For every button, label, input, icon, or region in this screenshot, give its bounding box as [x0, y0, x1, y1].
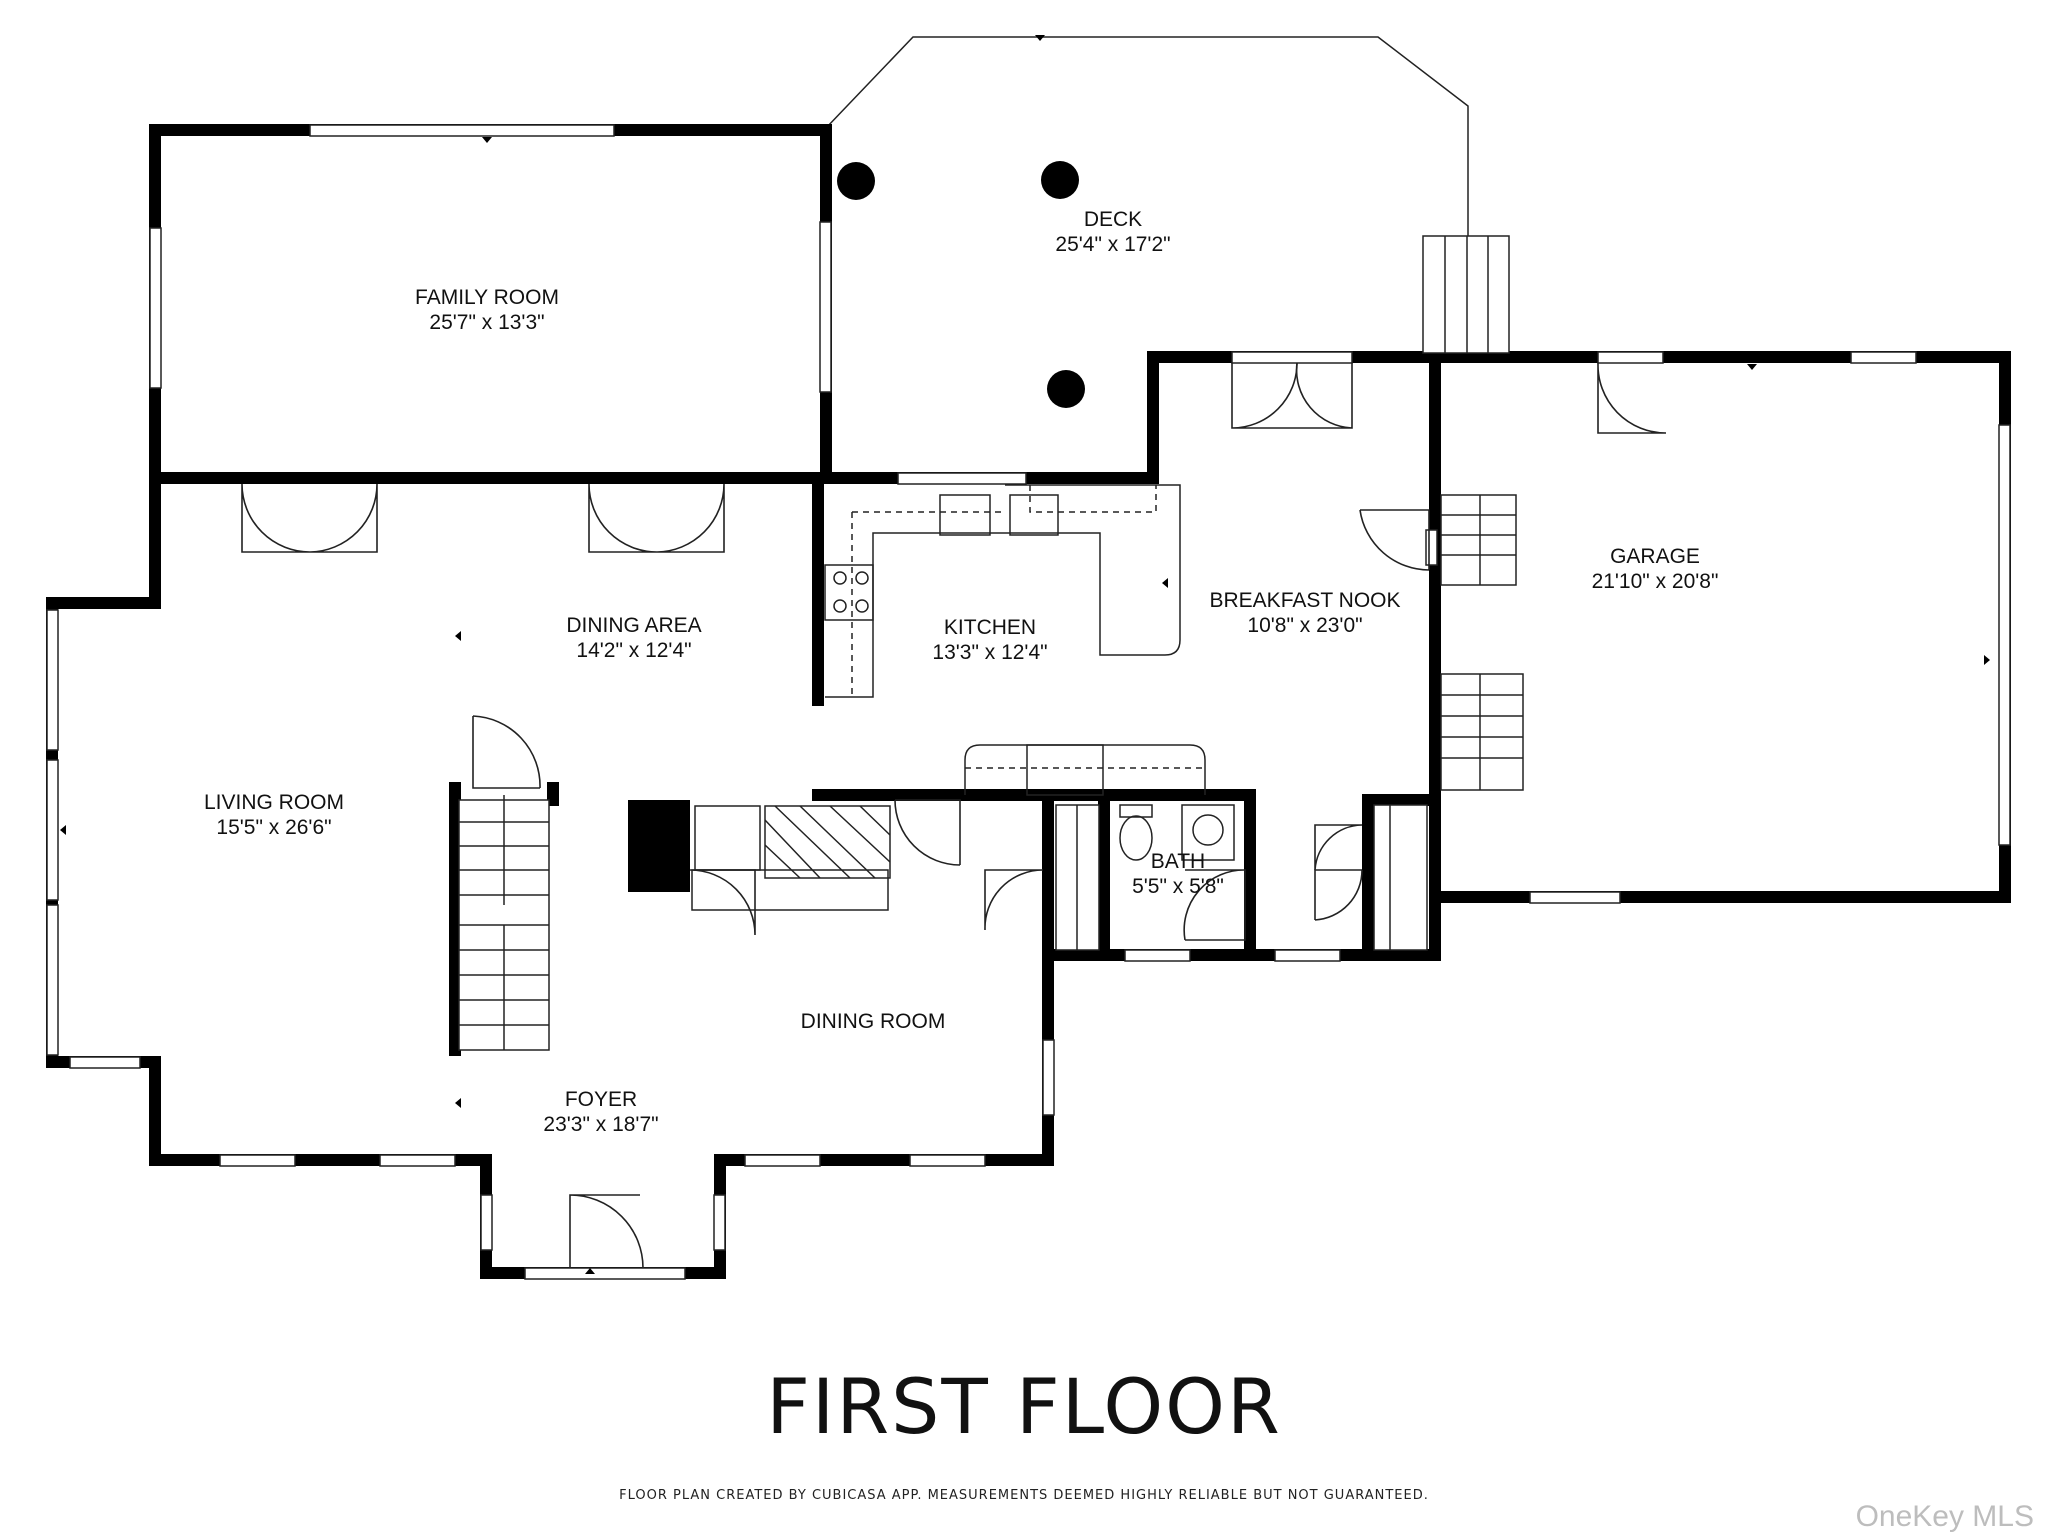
dining-area-label: DINING AREA [566, 614, 701, 637]
doors [241, 362, 1667, 1269]
living-room-label: LIVING ROOM [204, 791, 344, 814]
wall-markers [60, 35, 1990, 1274]
bath-label: BATH [1151, 850, 1205, 873]
living-room-dimensions: 15'5" x 26'6" [216, 816, 331, 839]
garage-dimensions: 21'10" x 20'8" [1592, 570, 1719, 593]
breakfast-nook-label: BREAKFAST NOOK [1210, 589, 1401, 612]
foyer-dimensions: 23'3" x 18'7" [543, 1113, 658, 1136]
deck-posts [837, 161, 1085, 408]
deck-outline [825, 36, 1469, 236]
kitchen-dimensions: 13'3" x 12'4" [932, 641, 1047, 664]
walls [46, 124, 2011, 1279]
kitchen-label: KITCHEN [944, 616, 1036, 639]
family-room-label: FAMILY ROOM [415, 286, 559, 309]
disclaimer-note: FLOOR PLAN CREATED BY CUBICASA APP. MEAS… [619, 1488, 1429, 1503]
floor-title: FIRST FLOOR [766, 1362, 1282, 1451]
kitchen-fixtures [691, 484, 1235, 911]
bath-dimensions: 5'5" x 5'8" [1132, 875, 1224, 898]
windows [46, 124, 2011, 1280]
dining-area-dimensions: 14'2" x 12'4" [576, 639, 691, 662]
foyer-label: FOYER [565, 1088, 637, 1111]
chimney [628, 800, 690, 892]
garage-label: GARAGE [1610, 545, 1700, 568]
dining-room-label: DINING ROOM [801, 1010, 946, 1033]
deck-dimensions: 25'4" x 17'2" [1055, 233, 1170, 256]
deck-label: DECK [1084, 208, 1142, 231]
stairs [458, 235, 1524, 1051]
family-room-dimensions: 25'7" x 13'3" [429, 311, 544, 334]
mls-watermark: OneKey MLS [1855, 1500, 2034, 1533]
breakfast-nook-dimensions: 10'8" x 23'0" [1247, 614, 1362, 637]
